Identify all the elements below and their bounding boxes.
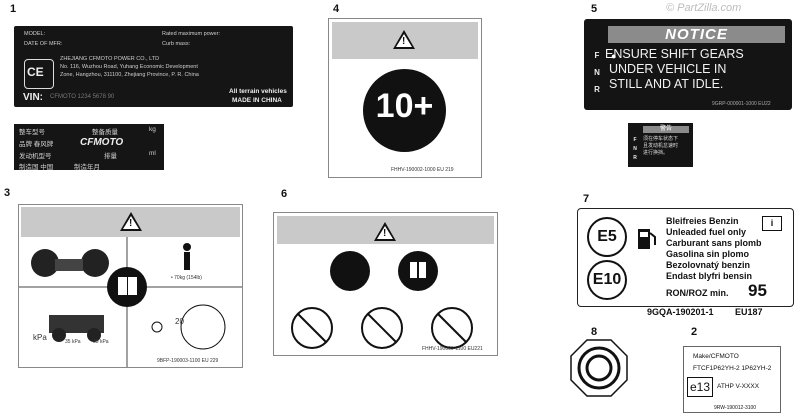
tire-pressure-unit: kPa	[33, 333, 47, 342]
item-number-6: 6	[281, 188, 288, 200]
cn-date-label: 制造年月	[74, 164, 100, 171]
item-number-2: 2	[691, 326, 698, 338]
age-label-code: FHHV-190002-1000 EU 219	[391, 167, 454, 173]
model-line: FTCF1P62YH-2 1P62YH-2	[693, 365, 772, 372]
chinese-nameplate: 整车型号 整备质量 kg 品牌 春风牌 CFMOTO 发动机型号 排量 ml 制…	[14, 124, 164, 171]
fuel-label: E5 E10 i Bleifreies Benzin Unleaded fuel…	[577, 208, 794, 307]
fuel-line-es: Gasolina sin plomo	[666, 249, 750, 259]
approval-code: 9RW-190012-3100	[714, 405, 757, 411]
watermark: © PartZilla.com	[666, 2, 742, 14]
exclamation-icon: !	[402, 36, 406, 47]
gear-indicator-cn: F N R	[633, 137, 637, 161]
cfmoto-logo: CFMOTO	[80, 137, 124, 148]
approval-label: Make/CFMOTO FTCF1P62YH-2 1P62YH-2 e13 AT…	[683, 346, 781, 413]
fuel-line-cs: Bezolovnatý benzin	[666, 260, 751, 270]
fuel-eu-code: EU187	[735, 307, 763, 317]
make-line: Make/CFMOTO	[693, 353, 739, 360]
ce-mark: CE	[27, 65, 44, 79]
warning-triangle-icon	[120, 212, 142, 231]
weight-limit: • 70kg (154lb)	[171, 275, 202, 281]
item-number-5: 5	[591, 3, 598, 15]
item-number-8: 8	[591, 326, 598, 338]
vin-value: CFMOTO 1234 5678 90	[50, 94, 115, 100]
cn-mass-label: 整备质量	[92, 129, 118, 136]
exclamation-icon: !	[129, 218, 133, 229]
notice-label: NOTICE F N R ENSURE SHIFT GEARS UNDER VE…	[584, 19, 792, 110]
notice-message-cn: 须在停车状态下 且发动机怠速时 进行换挡。	[643, 136, 679, 156]
e-mark: e13	[687, 377, 713, 397]
curb-mass-label: Curb mass:	[162, 41, 191, 47]
operation-warning-label: ! • 70kg (154lb) kPa 35 kPa 35 kPa 20 9B…	[18, 204, 243, 368]
e10-fuel-mark: E10	[587, 260, 627, 300]
minimum-age: 10+	[375, 87, 434, 125]
manufacturer-address-2: Zone, Hangzhou, 311100, Zhejiang Provinc…	[60, 72, 199, 78]
cn-country-label: 制造国 中国	[19, 164, 54, 171]
item-number-7: 7	[583, 193, 590, 205]
model-label: MODEL:	[24, 31, 46, 37]
front-tire-pressure: 35 kPa	[65, 339, 81, 345]
warning-triangle-icon	[374, 222, 396, 241]
fuel-line-en: Unleaded fuel only	[666, 227, 747, 237]
item-number-3: 3	[4, 187, 11, 199]
warning-pictograms	[19, 237, 242, 367]
fuel-pump-icon	[638, 229, 656, 249]
rated-power-label: Rated maximum power:	[162, 31, 221, 37]
read-manual-icon: i	[762, 216, 782, 231]
cn-kg-unit: kg	[149, 126, 156, 133]
bullet-icon: ●	[611, 51, 617, 61]
octagon-emblem	[570, 339, 628, 397]
item-number-1: 1	[10, 3, 17, 15]
approval-number: ATHP V-XXXX	[717, 383, 760, 390]
gear-indicator: F N R	[594, 51, 600, 94]
vehicle-nameplate: MODEL: Rated maximum power: DATE OF MFR:…	[14, 26, 293, 107]
notice-title-cn: 警告	[643, 126, 689, 133]
age-warning-label: ! 10+ FHHV-190002-1000 EU 219	[328, 18, 482, 178]
e5-fuel-mark: E5	[587, 217, 627, 257]
riding-pictograms	[291, 251, 473, 349]
notice-title: NOTICE	[608, 26, 785, 43]
warning6-code: FHHV-190009-1100 EU221	[422, 346, 483, 352]
age-circle	[363, 69, 446, 152]
made-in: MADE IN CHINA	[232, 97, 282, 104]
date-label: DATE OF MFR:	[24, 41, 63, 47]
ron-label: RON/ROZ min.	[666, 288, 729, 298]
cn-model-label: 整车型号	[19, 129, 45, 136]
cn-engine-label: 发动机型号	[19, 153, 52, 160]
cn-brand-label: 品牌 春风牌	[19, 141, 54, 148]
notice-label-cn: 警告 F N R 须在停车状态下 且发动机怠速时 进行换挡。	[628, 123, 693, 167]
rear-tire-pressure: 35 kPa	[93, 339, 109, 345]
speed-limit: 20	[175, 317, 184, 326]
cn-ml-unit: ml	[149, 150, 156, 157]
ron-value: 95	[748, 281, 767, 300]
warning3-code: 9BFP-190003-1100 EU 229	[157, 358, 219, 364]
manufacturer-name: ZHEJIANG CFMOTO POWER CO., LTD	[60, 56, 160, 62]
exclamation-icon: !	[383, 228, 387, 239]
manufacturer-address-1: No. 116, Wuzhou Road, Yuhang Economic De…	[60, 64, 198, 70]
notice-code: 9GRP-000001-1000 EU22	[712, 101, 771, 107]
vin-label: VIN:	[23, 92, 43, 103]
ce-mark-frame	[24, 59, 54, 89]
item-number-4: 4	[333, 3, 340, 15]
cn-displacement-label: 排量	[104, 153, 117, 160]
fuel-line-sv: Endast blyfri bensin	[666, 271, 753, 281]
vehicle-type: All terrain vehicles	[229, 88, 287, 95]
fuel-part-number: 9GQA-190201-1	[647, 307, 714, 317]
warning-triangle-icon	[393, 30, 415, 49]
fuel-line-de: Bleifreies Benzin	[666, 216, 739, 226]
riding-warning-label: ! FHHV-190009-1100 EU221	[273, 212, 498, 356]
notice-message: ENSURE SHIFT GEARS UNDER VEHICLE IN STIL…	[605, 47, 744, 91]
fuel-line-fr: Carburant sans plomb	[666, 238, 762, 248]
